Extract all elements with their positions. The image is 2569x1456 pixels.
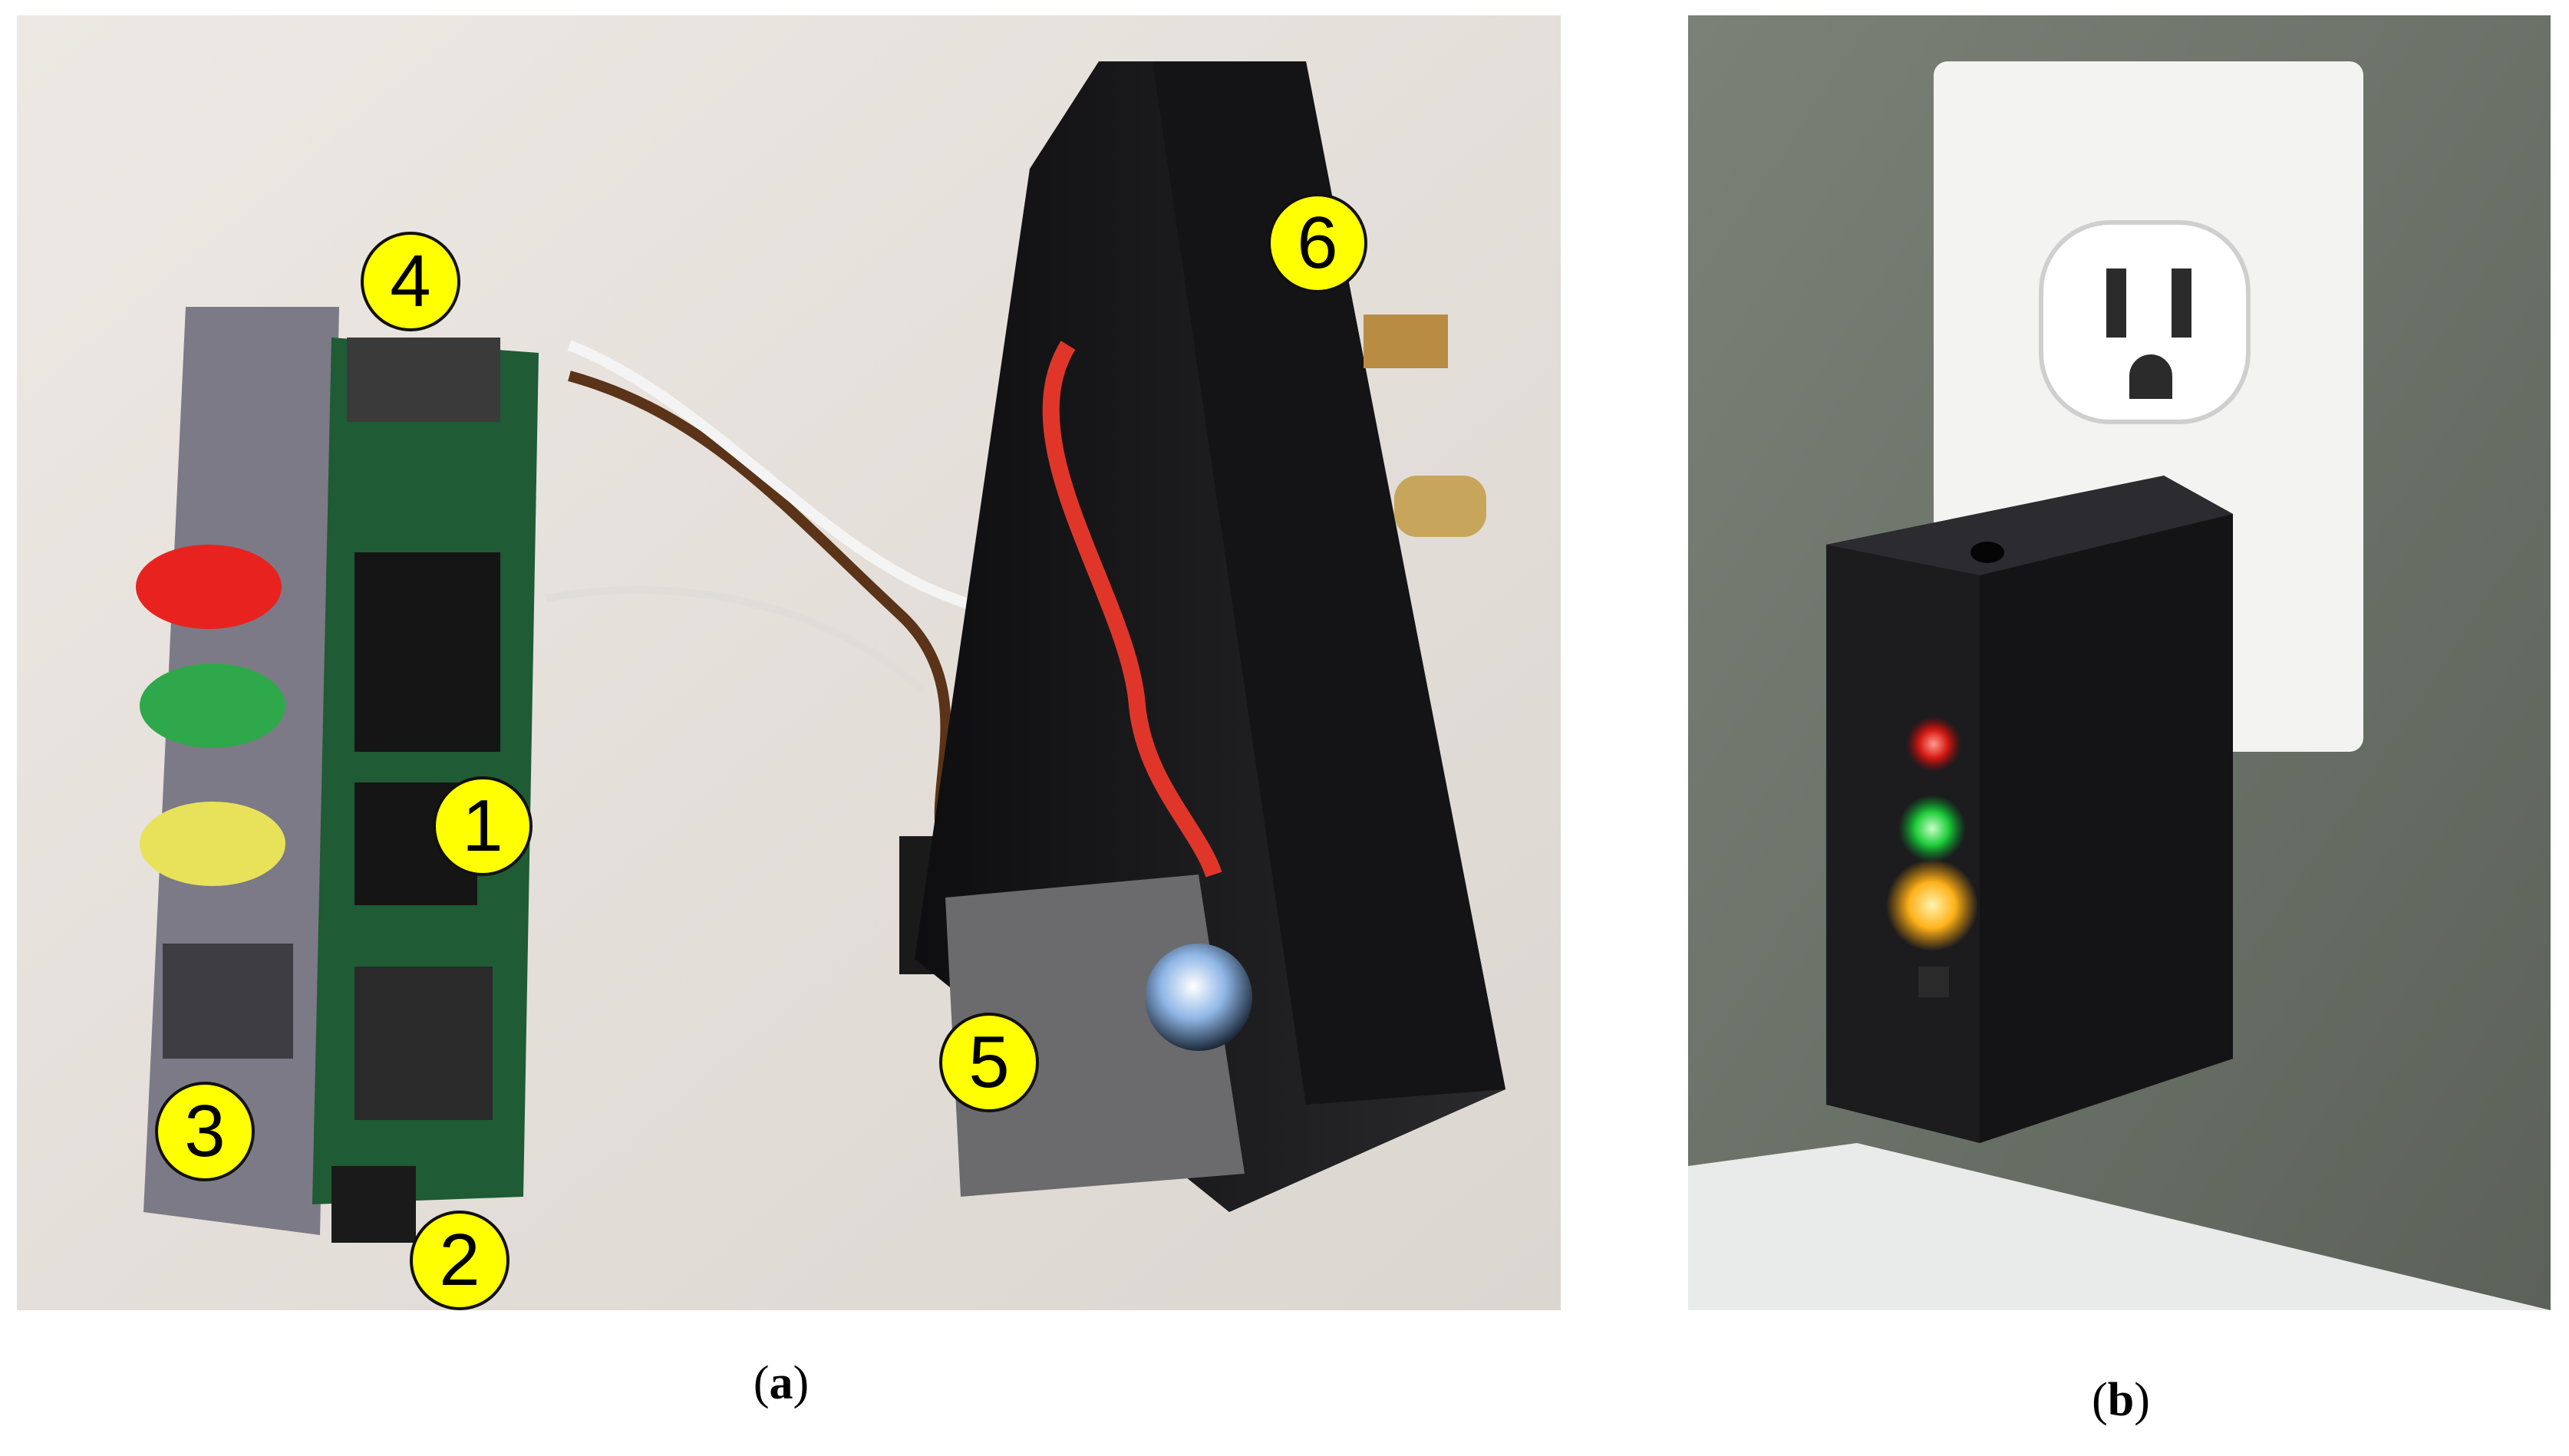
red-led bbox=[136, 545, 282, 629]
outlet-socket bbox=[2039, 220, 2251, 424]
outlet-slot bbox=[2172, 268, 2191, 338]
yellow-led bbox=[1886, 859, 1978, 951]
baseboard bbox=[1688, 1143, 2551, 1310]
chip bbox=[355, 552, 500, 752]
header-connector bbox=[347, 338, 500, 422]
usb-connector bbox=[355, 967, 493, 1120]
white-wire bbox=[546, 586, 925, 693]
marker-4: 4 bbox=[361, 232, 460, 331]
photo-panel-a: 1 2 3 4 5 6 bbox=[17, 15, 1561, 1310]
enclosure-lid bbox=[1153, 61, 1505, 1105]
marker-1: 1 bbox=[433, 776, 533, 876]
caption-a: (a) bbox=[753, 1357, 810, 1409]
red-wire bbox=[1042, 341, 1222, 878]
red-led bbox=[1906, 716, 1961, 772]
enclosure-hole bbox=[1970, 542, 2004, 563]
enclosure-side bbox=[1980, 514, 2233, 1143]
installed-device-photo bbox=[1688, 15, 2551, 1310]
push-button bbox=[163, 944, 293, 1059]
marker-5: 5 bbox=[939, 1013, 1039, 1112]
photo-panel-b bbox=[1688, 15, 2551, 1310]
plug-prong bbox=[1364, 315, 1448, 368]
capacitor bbox=[1145, 944, 1252, 1051]
push-button bbox=[1918, 967, 1949, 997]
marker-6: 6 bbox=[1268, 193, 1367, 293]
caption-b: (b) bbox=[2092, 1374, 2150, 1426]
outlet-ground-hole bbox=[2129, 354, 2172, 399]
green-led bbox=[140, 664, 285, 748]
sd-card bbox=[331, 1166, 416, 1243]
outlet-slot bbox=[2106, 268, 2126, 338]
yellow-led bbox=[140, 802, 285, 886]
marker-3: 3 bbox=[155, 1082, 255, 1181]
ground-prong bbox=[1394, 476, 1486, 537]
enclosure-top bbox=[1826, 476, 2233, 575]
marker-2: 2 bbox=[410, 1211, 510, 1310]
green-led bbox=[1898, 795, 1966, 862]
